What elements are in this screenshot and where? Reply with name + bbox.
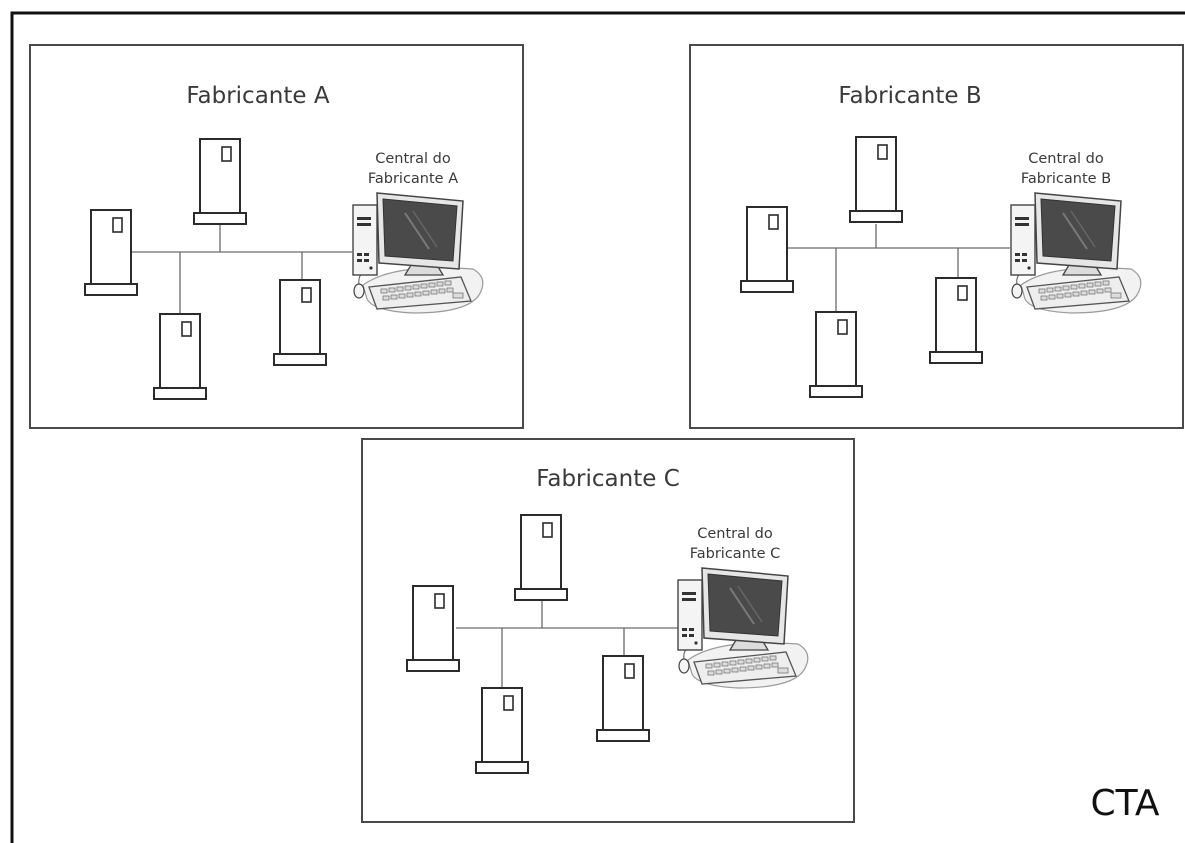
terminal-node xyxy=(194,139,246,224)
central-label-line1: Central do xyxy=(1028,151,1104,167)
central-workstation-icon xyxy=(678,568,808,688)
central-label-line2: Fabricante A xyxy=(368,171,458,187)
central-workstation-icon xyxy=(353,193,483,313)
central-workstation-icon xyxy=(1011,193,1141,313)
terminal-node xyxy=(850,137,902,222)
terminal-node xyxy=(85,210,137,295)
network-title: Fabricante A xyxy=(186,83,329,109)
network-panel-b: Fabricante B Central do Fabricante B xyxy=(690,45,1183,428)
network-panel-c: Fabricante C Central do Fabricante C xyxy=(362,439,854,822)
central-label-line2: Fabricante C xyxy=(690,546,780,562)
central-label-line1: Central do xyxy=(697,526,773,542)
terminal-node xyxy=(810,312,862,397)
central-label-line2: Fabricante B xyxy=(1021,171,1111,187)
terminal-node xyxy=(515,515,567,600)
terminal-node xyxy=(930,278,982,363)
network-title: Fabricante C xyxy=(536,466,680,492)
terminal-node xyxy=(597,656,649,741)
terminal-node xyxy=(154,314,206,399)
terminal-node xyxy=(476,688,528,773)
terminal-node xyxy=(274,280,326,365)
terminal-node xyxy=(407,586,459,671)
central-label-line1: Central do xyxy=(375,151,451,167)
terminal-node xyxy=(741,207,793,292)
network-bus xyxy=(456,600,678,690)
network-panel-a: Fabricante A Central do Fabricante A xyxy=(30,45,523,428)
network-title: Fabricante B xyxy=(838,83,981,109)
corner-label: CTA xyxy=(1091,783,1160,824)
